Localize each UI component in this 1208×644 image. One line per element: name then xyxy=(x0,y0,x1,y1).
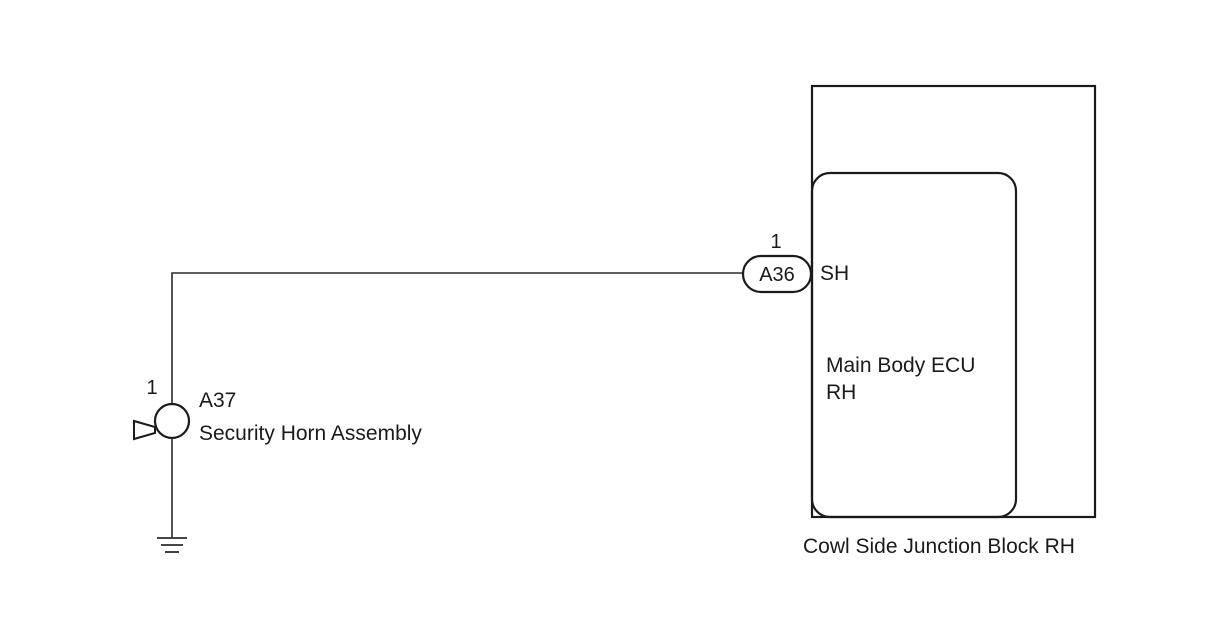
terminal-sh-label: SH xyxy=(820,262,849,285)
connector-a36-pin: 1 xyxy=(770,231,781,253)
horn-icon xyxy=(133,402,191,441)
junction-block-outline xyxy=(810,84,1097,519)
connector-a36-label: A36 xyxy=(759,264,795,286)
horn-name-label: Security Horn Assembly xyxy=(199,422,422,445)
ground-icon xyxy=(157,537,187,553)
connector-a36-outline xyxy=(741,254,813,294)
junction-block-label: Cowl Side Junction Block RH xyxy=(803,535,1075,558)
horn-connector-label: A37 xyxy=(199,389,236,412)
horn-pin: 1 xyxy=(146,377,157,399)
ecu-outline xyxy=(810,171,1018,519)
signal-wire xyxy=(171,272,743,413)
ecu-label-line2: RH xyxy=(826,381,856,404)
ecu-label-line1: Main Body ECU xyxy=(826,354,975,377)
